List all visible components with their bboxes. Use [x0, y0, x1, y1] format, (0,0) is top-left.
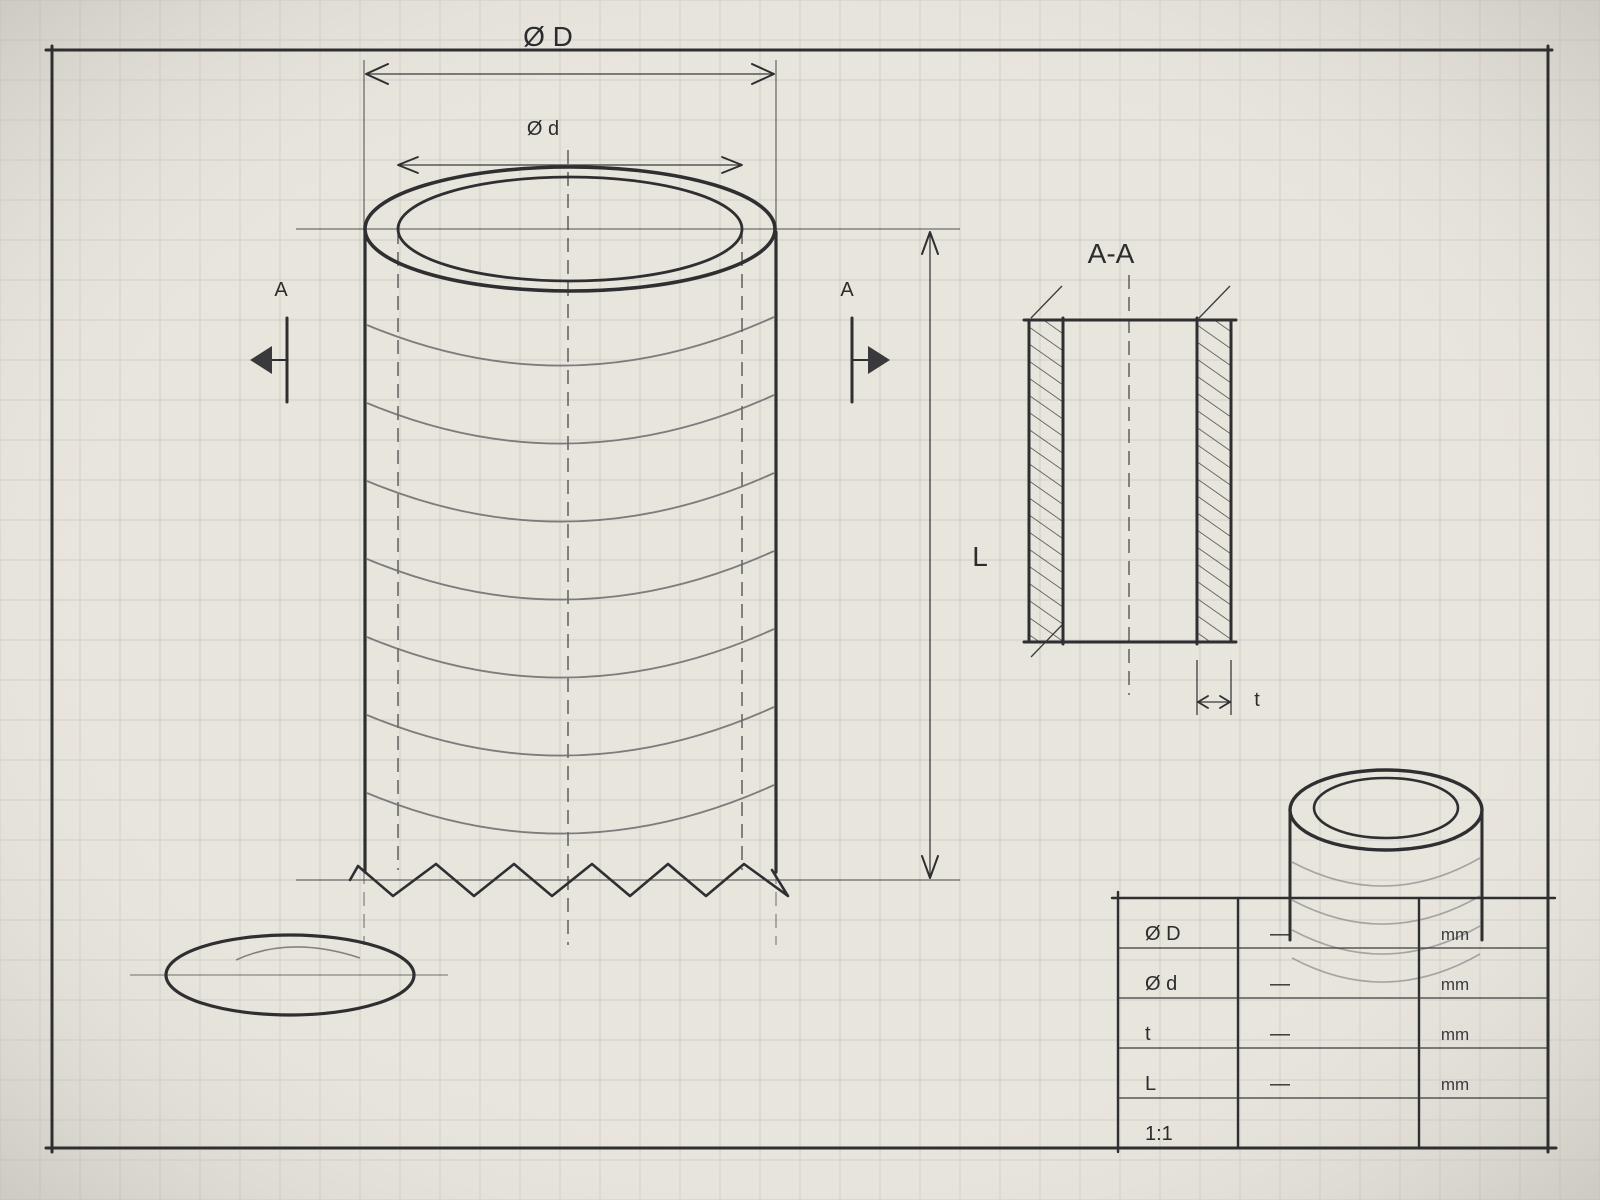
title-block-table: Ø D—mmØ d—mmt—mmL—mm1:1 — [1110, 890, 1557, 1154]
length-label: L — [972, 541, 988, 572]
small-groove-arc — [1291, 925, 1481, 955]
length-dimension: L — [921, 231, 988, 879]
small-isometric-cylinder — [1288, 768, 1484, 983]
section-letter-right: A — [840, 279, 854, 301]
title-block-param: t — [1145, 1023, 1151, 1045]
inner-diameter-label: Ø d — [527, 118, 559, 140]
section-title: A-A — [1088, 238, 1135, 269]
section-view-a-a: A-A — [1022, 238, 1238, 695]
groove-arc — [366, 394, 775, 445]
partial-cylinder-sketch — [130, 933, 448, 1130]
groove-arc — [366, 550, 775, 601]
small-groove-arc — [1291, 953, 1481, 983]
groove-arc — [366, 628, 775, 679]
groove-arc — [366, 472, 775, 523]
title-block-value: — — [1270, 973, 1290, 995]
title-block-param: L — [1145, 1073, 1156, 1095]
title-block-unit: mm — [1441, 925, 1469, 944]
small-groove-arc — [1291, 857, 1481, 887]
title-block-unit: mm — [1441, 1075, 1469, 1094]
title-block-value: — — [1270, 1023, 1290, 1045]
title-block-unit: mm — [1441, 1025, 1469, 1044]
groove-arc — [366, 316, 775, 367]
thickness-dimension: t — [1196, 660, 1260, 715]
inner-diameter-dimension: Ø d — [397, 118, 743, 174]
title-block-unit: mm — [1441, 975, 1469, 994]
section-letter-left: A — [274, 279, 288, 301]
groove-arc — [366, 784, 775, 835]
title-block-param: 1:1 — [1145, 1123, 1173, 1145]
main-cylinder-view — [296, 60, 960, 945]
section-marker-right: A — [840, 279, 890, 404]
title-block-value: — — [1270, 1073, 1290, 1095]
thickness-label: t — [1254, 689, 1260, 711]
title-block-param: Ø D — [1145, 923, 1181, 945]
outer-diameter-dimension: Ø D — [365, 21, 775, 85]
section-marker-left: A — [250, 279, 289, 404]
small-groove-arc — [1291, 895, 1481, 925]
groove-arc — [366, 706, 775, 757]
title-block-value: — — [1270, 923, 1290, 945]
outer-diameter-label: Ø D — [523, 21, 573, 52]
title-block-param: Ø d — [1145, 973, 1177, 995]
